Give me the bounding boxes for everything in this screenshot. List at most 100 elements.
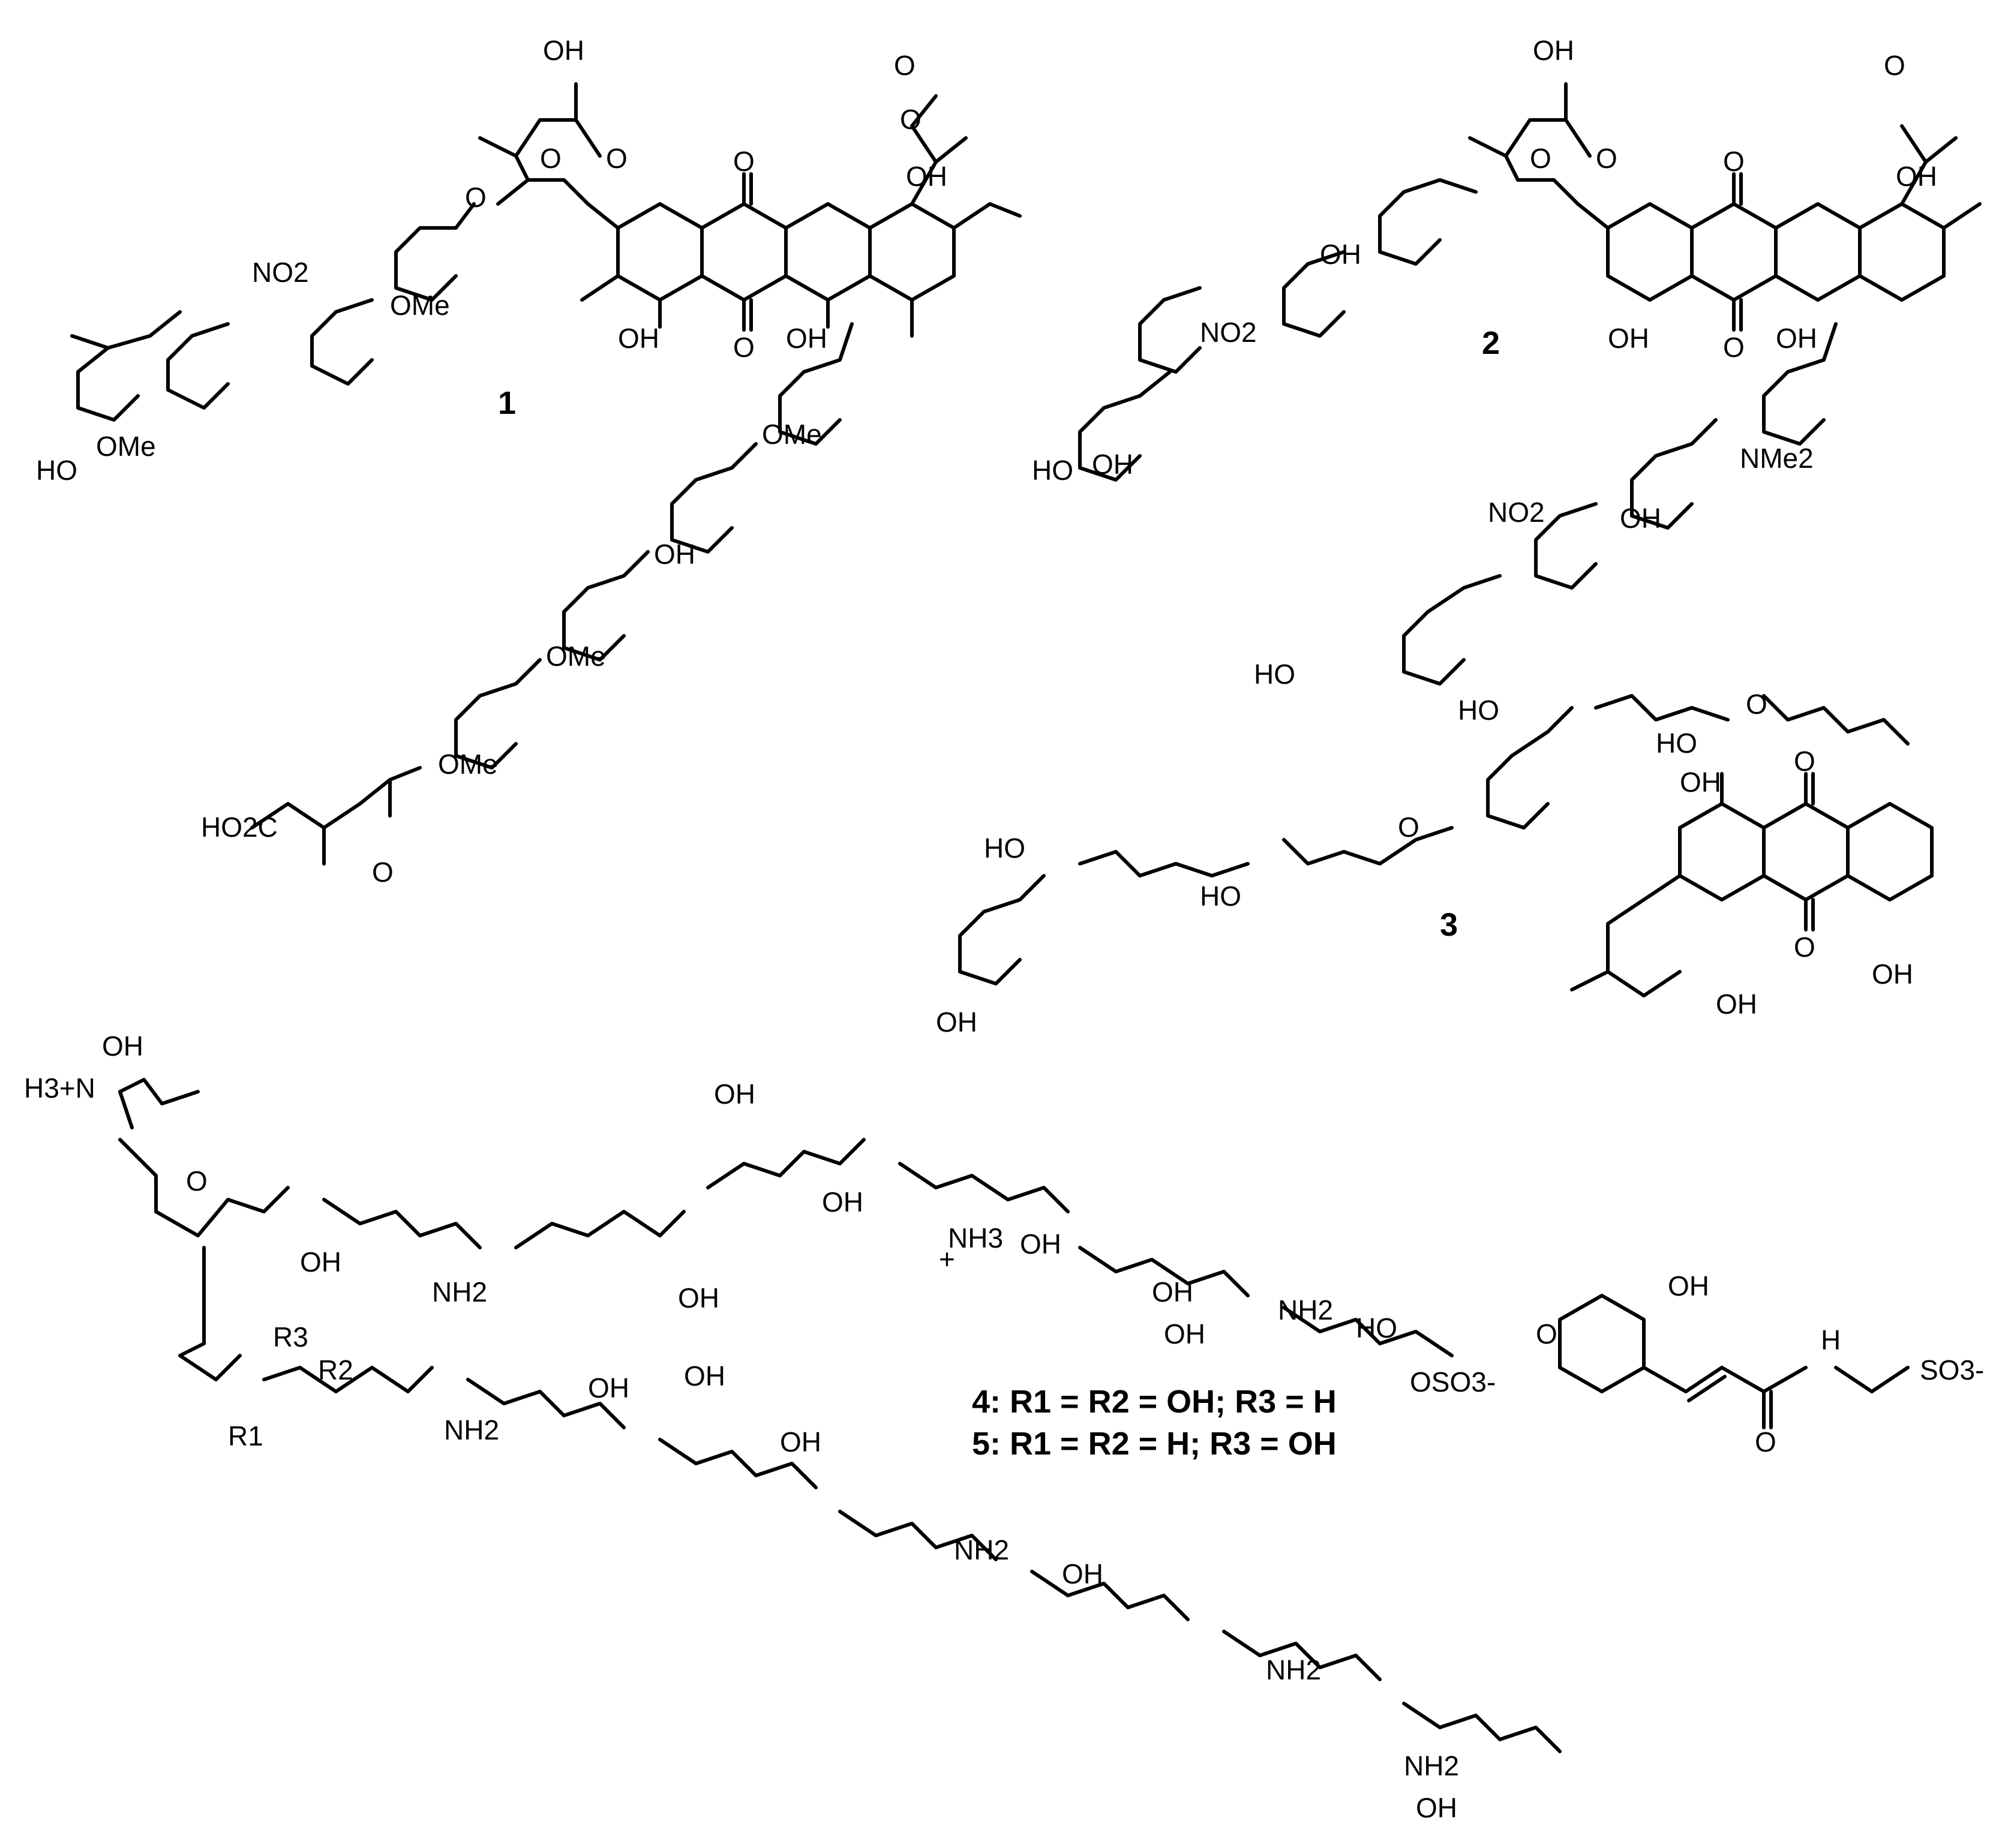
c1-o-link: O xyxy=(465,182,487,213)
c2-o-quinone-top: O xyxy=(1723,146,1745,177)
c3-ho-d: HO xyxy=(1200,881,1241,912)
c45-oh-d: OH xyxy=(822,1186,863,1218)
c1-oh-bottom-b: OH xyxy=(786,323,827,354)
c45-nh2-d: NH2 xyxy=(954,1534,1009,1565)
c45-o-amide: O xyxy=(1755,1426,1776,1458)
compound-3-number: 3 xyxy=(1440,907,1458,943)
c45-oh-h: OH xyxy=(1668,1270,1709,1302)
c45-nh2-e: NH2 xyxy=(1266,1654,1321,1685)
c45-r2: R2 xyxy=(318,1354,353,1386)
c1-o-ester-b: O xyxy=(894,50,916,81)
c3-ho-a: HO xyxy=(1458,695,1499,726)
compound-2-atom-labels: OH O O O O O OH OH OH NMe2 NO2 NO2 OH OH… xyxy=(1032,35,1937,690)
c1-ome-a: OMe xyxy=(390,290,450,321)
c3-o-link-a: O xyxy=(1746,689,1767,720)
c2-o-quinone-bottom: O xyxy=(1723,332,1745,363)
c45-oh-f: OH xyxy=(1152,1276,1193,1308)
c2-ho-bottom: HO xyxy=(1254,659,1295,690)
c2-no2-b: NO2 xyxy=(1488,497,1545,528)
c45-nh3: NH3 xyxy=(948,1222,1003,1254)
c1-ho-left: HO xyxy=(36,455,77,486)
compound-4-5: OH H3+N OH OH OH NH2 OH OH NH3 + OH OH N… xyxy=(24,1030,1984,1823)
c45-o-link: O xyxy=(186,1165,208,1197)
c2-oh-bottom-b: OH xyxy=(1776,323,1817,354)
c45-o-aryl: O xyxy=(1536,1318,1557,1350)
c3-ho-c: HO xyxy=(1656,728,1697,759)
c45-nh2-f: NH2 xyxy=(1404,1750,1459,1781)
c45-nh2-c: NH2 xyxy=(444,1414,499,1446)
compound-2: OH O O O O O OH OH OH NMe2 NO2 NO2 OH OH… xyxy=(1032,35,1982,690)
c1-o-quinone-bottom: O xyxy=(733,332,755,363)
compound-1-atom-labels: OH O O O O O O O OH OH OH OMe NO2 OMe OM… xyxy=(36,35,947,888)
compound-2-number: 2 xyxy=(1482,325,1500,361)
c1-o-ring-b: O xyxy=(606,143,628,174)
c3-oh-a: OH xyxy=(1680,767,1721,798)
c45-oh-j: OH xyxy=(588,1372,629,1404)
c2-oh-bottom-a: OH xyxy=(1608,323,1649,354)
compound-3: HO HO OH OH OH HO HO OH O O O O 3 xyxy=(936,689,1934,1038)
c45-nh2-a: NH2 xyxy=(432,1276,487,1308)
c45-r3: R3 xyxy=(273,1321,308,1353)
c45-plus: + xyxy=(939,1243,955,1275)
c3-oh-b: OH xyxy=(1872,958,1913,990)
c1-oh-right: OH xyxy=(906,161,947,192)
c45-nh2-b: NH2 xyxy=(1278,1294,1333,1326)
c45-oh-k: OH xyxy=(780,1426,821,1458)
c45-h3n: H3+N xyxy=(24,1072,95,1104)
compound-4-5-ring-bonds xyxy=(118,1078,1910,1753)
c1-o-acid: O xyxy=(372,857,394,888)
c1-ome-left: OMe xyxy=(96,431,156,462)
c2-oh-right: OH xyxy=(1896,161,1937,192)
c1-oh-bottom-a: OH xyxy=(618,323,659,354)
c3-oh-d: OH xyxy=(936,1006,977,1038)
c45-oh-e: OH xyxy=(678,1282,719,1314)
c45-oh-a: OH xyxy=(102,1030,143,1062)
c2-nme2: NMe2 xyxy=(1740,443,1814,474)
c45-oh-c: OH xyxy=(300,1246,341,1278)
c1-oh-top: OH xyxy=(543,35,584,66)
c3-o-quinone-bottom: O xyxy=(1794,931,1815,963)
c3-oh-c: OH xyxy=(1716,988,1757,1020)
c45-oh-n: OH xyxy=(684,1360,725,1392)
c1-o-ring-a: O xyxy=(540,143,562,174)
c2-ho-left: HO xyxy=(1032,455,1073,486)
compound-1: OH O O O O O O O OH OH OH OMe NO2 OMe OM… xyxy=(36,35,1022,888)
c1-ho2c: HO2C xyxy=(201,812,278,843)
compound-4-5-atom-labels: OH H3+N OH OH OH NH2 OH OH NH3 + OH OH N… xyxy=(24,1030,1984,1823)
compound-3-ring-bonds xyxy=(958,694,1934,997)
c2-o-a: O xyxy=(1530,143,1551,174)
c3-ho-b: HO xyxy=(984,833,1025,864)
c45-r1: R1 xyxy=(228,1420,263,1452)
compound-3-atom-labels: HO HO OH OH OH HO HO OH O O O O 3 xyxy=(936,689,1913,1038)
c2-oh-top: OH xyxy=(1533,35,1574,66)
compound-2-ring-bonds xyxy=(1078,82,1982,686)
c1-o-quinone-top: O xyxy=(733,146,755,177)
c45-oh-l: OH xyxy=(1062,1558,1103,1589)
c1-no2: NO2 xyxy=(252,257,309,288)
compound-1-number: 1 xyxy=(498,385,516,421)
c2-oh-sugar-b: OH xyxy=(1620,503,1661,534)
c45-oh-b: OH xyxy=(714,1078,755,1110)
c3-o-link-b: O xyxy=(1398,812,1419,843)
condition-4: 4: R1 = R2 = OH; R3 = H xyxy=(972,1384,1337,1420)
c1-ome-d: OMe xyxy=(438,749,498,780)
c2-o-ester: O xyxy=(1884,50,1905,81)
compound-1-ring-bonds xyxy=(70,82,1022,866)
c1-ome-b: OMe xyxy=(762,419,822,450)
c1-oh-chain: OH xyxy=(654,539,695,570)
c2-oh-sugar-c: OH xyxy=(1092,449,1133,480)
c3-o-quinone-top: O xyxy=(1794,746,1815,777)
condition-5: 5: R1 = R2 = H; R3 = OH xyxy=(972,1426,1337,1462)
c1-ome-c: OMe xyxy=(546,641,606,672)
c45-oh-g: OH xyxy=(1020,1228,1061,1260)
c45-oh-m: OH xyxy=(1416,1792,1457,1823)
c45-ho: HO xyxy=(1356,1312,1397,1344)
c2-no2-a: NO2 xyxy=(1200,317,1257,348)
c2-oh-sugar-a: OH xyxy=(1320,239,1361,270)
c45-oh-i: OH xyxy=(1164,1318,1205,1350)
c2-o-b: O xyxy=(1596,143,1617,174)
c45-oso3: OSO3- xyxy=(1410,1366,1496,1398)
c45-so3: SO3- xyxy=(1920,1354,1984,1386)
c1-o-ester-a: O xyxy=(900,104,922,135)
